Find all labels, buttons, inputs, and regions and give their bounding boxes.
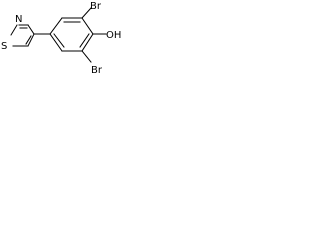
hydroxyl-label: OH: [106, 30, 121, 41]
benzene-double-bond-left: [53, 33, 65, 48]
ring-bond-c-c: [27, 33, 35, 47]
top-bromine-label: Br: [90, 1, 102, 12]
ring-bond-s-n: [10, 24, 18, 36]
thiadiazole-ring: [10, 24, 35, 47]
sulfur-label: S: [1, 41, 7, 52]
benzene-bond-6: [49, 33, 63, 52]
chemical-structure-diagram: N S Br OH Br: [1, 1, 121, 76]
nitrogen-label: N: [15, 14, 22, 25]
bond-to-bottom-bromine: [81, 50, 92, 63]
structure-canvas: N S Br OH Br: [0, 0, 132, 83]
benzene-bond-3: [81, 17, 94, 35]
benzene-ring: [49, 17, 94, 52]
ring-double-bond-inner: [25, 35, 32, 45]
bond-to-top-bromine: [81, 7, 92, 19]
benzene-bond-1: [49, 17, 63, 35]
ring-bond-n-n-right: [27, 24, 35, 35]
bottom-bromine-label: Br: [91, 65, 103, 76]
benzene-bond-4: [81, 33, 94, 52]
benzene-double-bond-right: [79, 33, 90, 48]
